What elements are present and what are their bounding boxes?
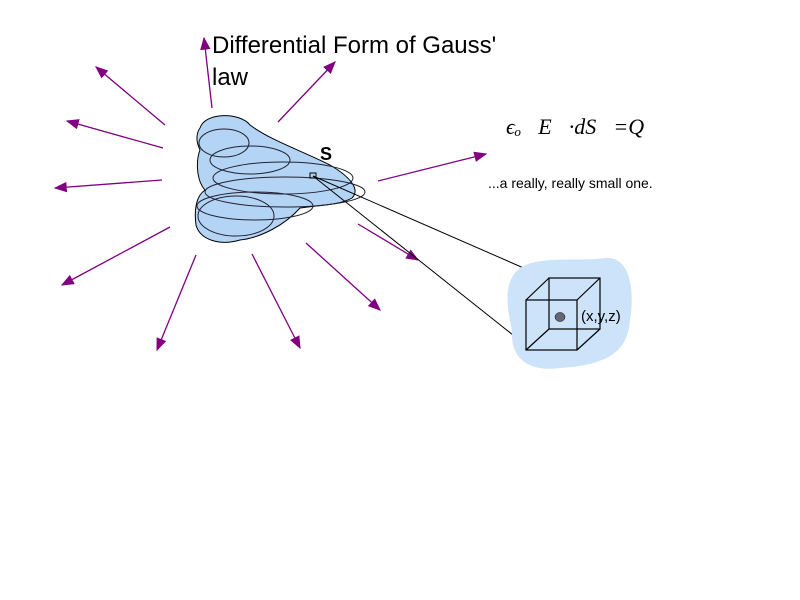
cube-inset <box>507 257 632 369</box>
field-arrow <box>95 66 166 126</box>
field-arrow <box>53 179 163 193</box>
surface-label: S <box>320 144 333 164</box>
title-line-1: Differential Form of Gauss' <box>212 32 497 59</box>
gaussian-surface <box>194 115 543 340</box>
field-arrow <box>156 254 197 352</box>
field-arrow <box>305 242 381 311</box>
field-arrow <box>200 36 213 109</box>
slide-title: Differential Form of Gauss' law <box>212 30 496 94</box>
cube-icon <box>525 277 601 351</box>
point-label: (x,y,z) <box>581 308 621 325</box>
point-dot <box>554 312 566 322</box>
field-arrow <box>60 226 171 286</box>
field-arrow <box>251 253 301 350</box>
small-surface-note: ...a really, really small one. <box>488 175 653 191</box>
field-arrows <box>53 36 488 352</box>
title-line-2: law <box>212 64 249 91</box>
field-arrow <box>65 119 164 149</box>
field-arrow <box>377 151 488 182</box>
field-arrow <box>277 61 336 123</box>
gauss-equation: ϵₒ∮E⃗·dS⃗=Q <box>506 114 645 139</box>
field-arrow <box>357 223 420 261</box>
